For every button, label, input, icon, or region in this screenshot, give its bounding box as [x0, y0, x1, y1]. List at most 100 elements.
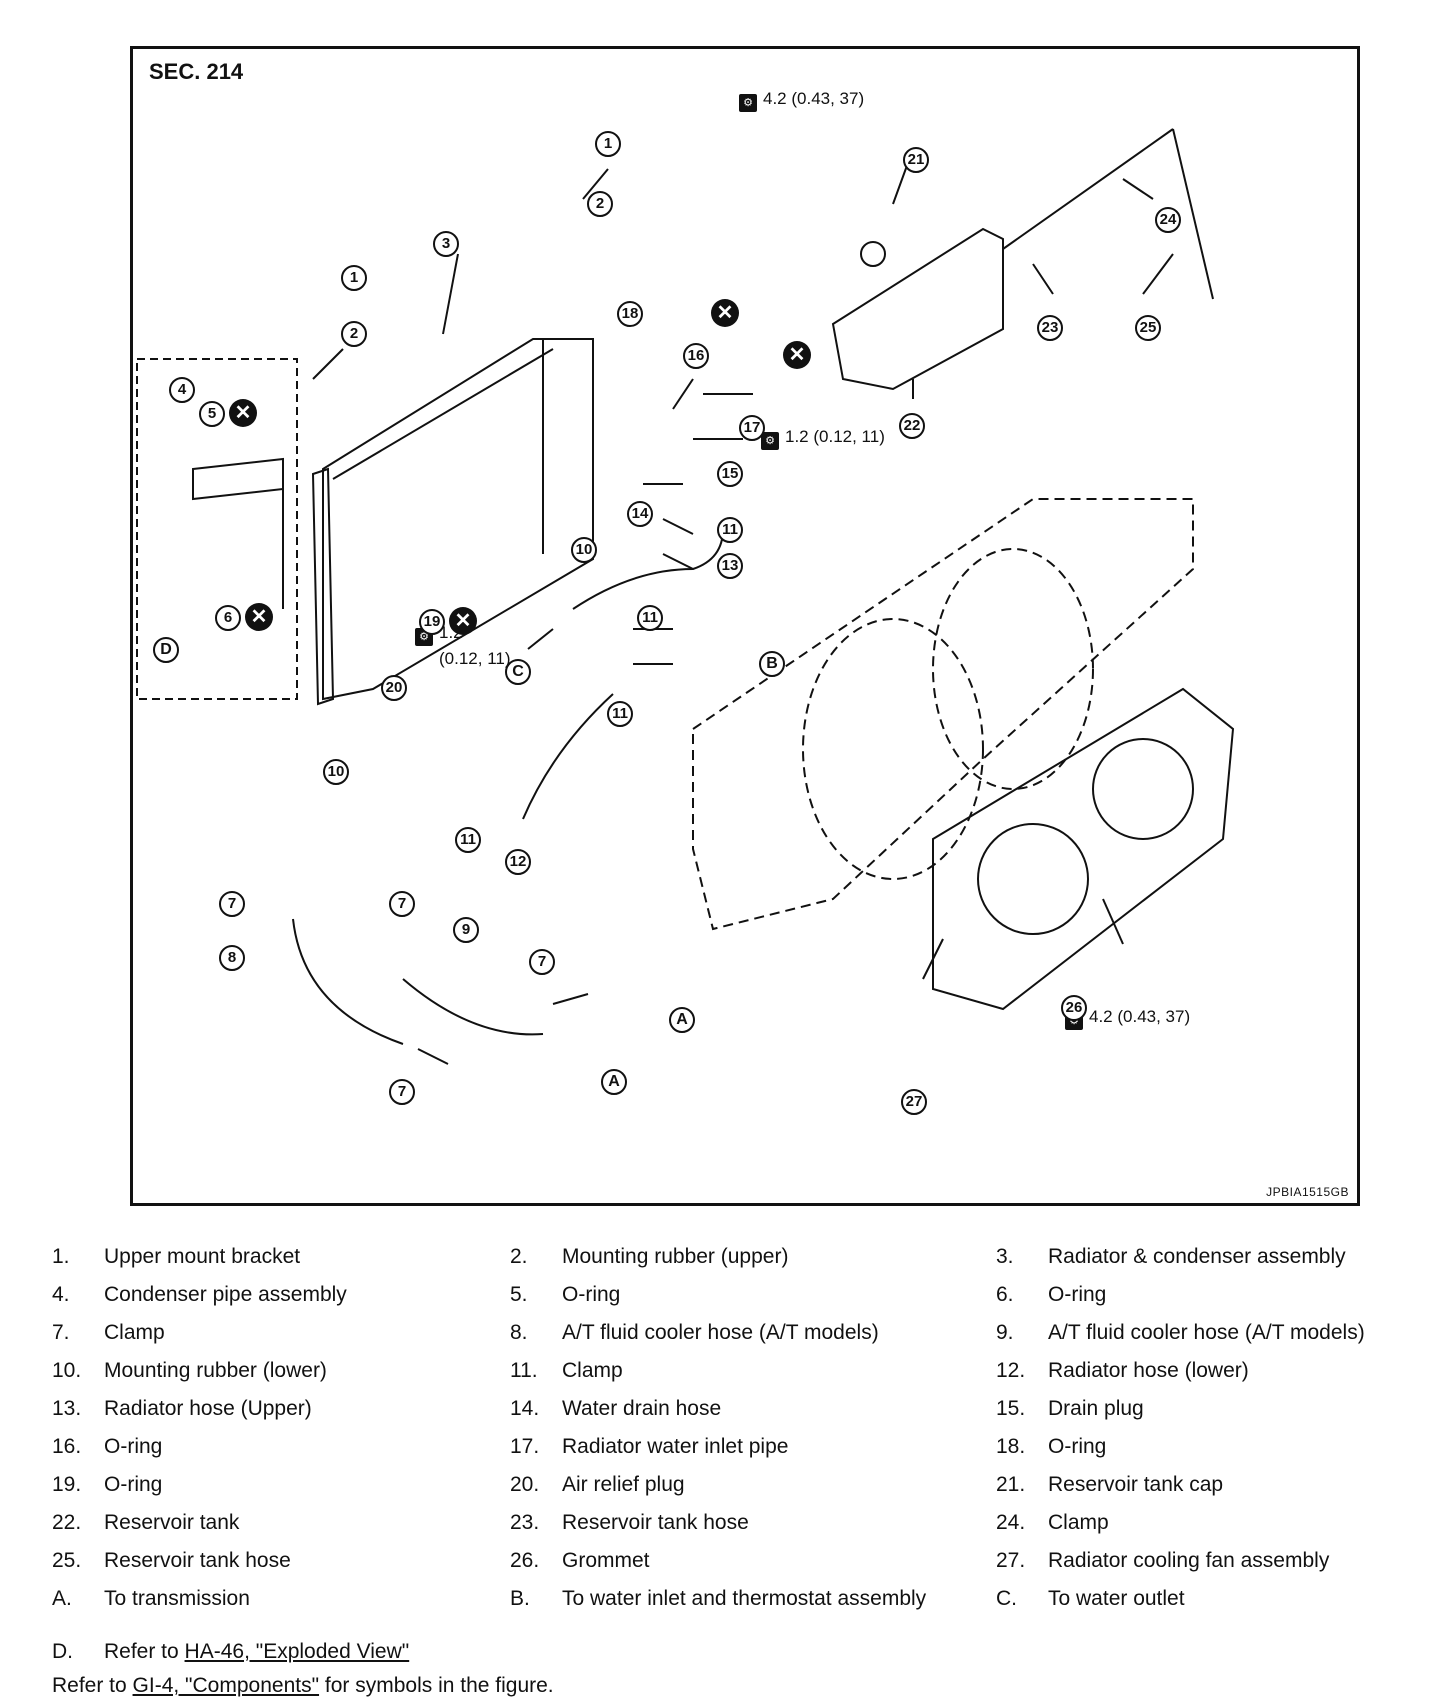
legend-item-text: Clamp: [104, 1321, 165, 1344]
legend-item: 13.Radiator hose (Upper): [52, 1397, 510, 1421]
legend-item-number: 18.: [996, 1435, 1026, 1458]
callout-7b: 7: [389, 891, 415, 917]
callout-11c: 11: [607, 701, 633, 727]
legend-item: 11.Clamp: [510, 1359, 996, 1383]
legend-item-text: Reservoir tank hose: [562, 1511, 749, 1534]
legend-item: 23.Reservoir tank hose: [510, 1511, 996, 1535]
legend-item: A.To transmission: [52, 1587, 510, 1611]
callout-1b: 1: [341, 265, 367, 291]
legend-item-number: 25.: [52, 1549, 82, 1572]
figure-id: JPBIA1515GB: [1266, 1185, 1349, 1199]
legend-item-number: 3.: [996, 1245, 1014, 1268]
callout-22: 22: [899, 413, 925, 439]
legend-item-number: 6.: [996, 1283, 1014, 1306]
legend-item-text: To water outlet: [1048, 1587, 1185, 1610]
legend-item-text: A/T fluid cooler hose (A/T models): [562, 1321, 879, 1344]
legend-item-number: B.: [510, 1587, 530, 1610]
callout-16: 16: [683, 343, 709, 369]
callout-17: 17: [739, 415, 765, 441]
legend-item-text: Grommet: [562, 1549, 650, 1572]
legend-item-text: Upper mount bracket: [104, 1245, 301, 1268]
exploded-view-figure: SEC. 214 JPBIA1515GB ⚙4.2 (0.43, 37) ⚙1.…: [130, 46, 1360, 1206]
torque-drain-plug: ⚙1.2 (0.12, 11): [761, 427, 885, 450]
legend-item: 21.Reservoir tank cap: [996, 1473, 1426, 1497]
legend-item-text: O-ring: [104, 1435, 163, 1458]
legend-item-number: 27.: [996, 1549, 1026, 1572]
callout-18: 18: [617, 301, 643, 327]
no-reuse-mark-19: ✕: [449, 607, 477, 635]
legend-item: 18.O-ring: [996, 1435, 1426, 1459]
parts-legend: 1. Upper mount bracket 2.Mounting rubber (…: [52, 1238, 1432, 1618]
legend-item-text: Radiator water inlet pipe: [562, 1435, 789, 1458]
callout-7a: 7: [219, 891, 245, 917]
legend-item-number: 1.: [52, 1245, 70, 1268]
legend-item: 5.O-ring: [510, 1283, 996, 1307]
legend-item-number: 17.: [510, 1435, 540, 1458]
legend-item-text: Condenser pipe assembly: [104, 1283, 347, 1306]
callout-25: 25: [1135, 315, 1161, 341]
callout-11d: 11: [455, 827, 481, 853]
symbols-footer: Refer to GI-4, "Components" for symbols …: [52, 1674, 554, 1697]
legend-item: 26. Grommet: [510, 1549, 996, 1573]
legend-item: 16. O-ring: [52, 1435, 510, 1459]
legend-item: 4. Condenser pipe assembly: [52, 1283, 510, 1307]
legend-item-number: C.: [996, 1587, 1017, 1610]
legend-item-number: 16.: [52, 1435, 82, 1458]
torque-wrench-icon: ⚙: [739, 94, 757, 112]
legend-item-number: 2.: [510, 1245, 528, 1268]
legend-item: 19.O-ring: [52, 1473, 510, 1497]
callout-10a: 10: [571, 537, 597, 563]
legend-item-text: Radiator hose (lower): [1048, 1359, 1249, 1382]
legend-item-number: 24.: [996, 1511, 1026, 1534]
callout-11b: 11: [637, 605, 663, 631]
ha-46-exploded-view-link[interactable]: HA-46, "Exploded View": [184, 1640, 410, 1663]
legend-item-text: Reservoir tank hose: [104, 1549, 291, 1572]
callout-4: 4: [169, 377, 195, 403]
legend-item-text: Radiator cooling fan assembly: [1048, 1549, 1330, 1572]
callout-7c: 7: [529, 949, 555, 975]
legend-item: 20.Air relief plug: [510, 1473, 996, 1497]
letter-d: D: [153, 637, 179, 663]
legend-item-number: 12.: [996, 1359, 1026, 1382]
reservoir-tank: [831, 227, 1004, 391]
legend-row: 16. O-ring 17. Radiator water inlet pipe 18.…: [52, 1428, 1432, 1466]
fan-shroud: [692, 498, 1194, 931]
legend-item: 9. A/T fluid cooler hose (A/T models): [996, 1321, 1426, 1345]
legend-item-number: 15.: [996, 1397, 1026, 1420]
legend-item-text: Radiator & condenser assembly: [1048, 1245, 1346, 1268]
legend-d-item: D.Refer to HA-46, "Exploded View": [52, 1640, 410, 1663]
no-reuse-mark-5: ✕: [229, 399, 257, 427]
callout-8: 8: [219, 945, 245, 971]
legend-item-number: 7.: [52, 1321, 70, 1344]
no-reuse-mark-6: ✕: [245, 603, 273, 631]
upper-hose: [572, 528, 724, 610]
legend-item: 15.Drain plug: [996, 1397, 1426, 1421]
callout-10b: 10: [323, 759, 349, 785]
cooler-hose-9: [402, 978, 544, 1036]
legend-item: 2.Mounting rubber (upper): [510, 1245, 996, 1269]
legend-item: 10.Mounting rubber (lower): [52, 1359, 510, 1383]
callout-24: 24: [1155, 207, 1181, 233]
letter-a-upper: A: [669, 1007, 695, 1033]
legend-item-text: Reservoir tank cap: [1048, 1473, 1224, 1496]
callout-15: 15: [717, 461, 743, 487]
callout-6: 6: [215, 605, 241, 631]
legend-item: 25. Reservoir tank hose: [52, 1549, 510, 1573]
legend-item-number: 26.: [510, 1549, 540, 1572]
legend-item: 8.A/T fluid cooler hose (A/T models): [510, 1321, 996, 1345]
callout-7d: 7: [389, 1079, 415, 1105]
callout-13: 13: [717, 553, 743, 579]
legend-item-text: O-ring: [562, 1283, 621, 1306]
legend-row: 1. Upper mount bracket 2.Mounting rubber (…: [52, 1238, 1432, 1276]
no-reuse-mark-18: ✕: [711, 299, 739, 327]
gi-4-components-link[interactable]: GI-4, "Components": [132, 1674, 320, 1697]
legend-item-number: 10.: [52, 1359, 82, 1382]
letter-a-lower: A: [601, 1069, 627, 1095]
legend-row: 13.Radiator hose (Upper)14.Water drain h…: [52, 1390, 1432, 1428]
legend-item-text: A/T fluid cooler hose (A/T models): [1048, 1321, 1365, 1344]
legend-item-number: 4.: [52, 1283, 70, 1306]
legend-item-number: 9.: [996, 1321, 1014, 1344]
legend-row: 25. Reservoir tank hose 26. Grommet 27. Radia…: [52, 1542, 1432, 1580]
